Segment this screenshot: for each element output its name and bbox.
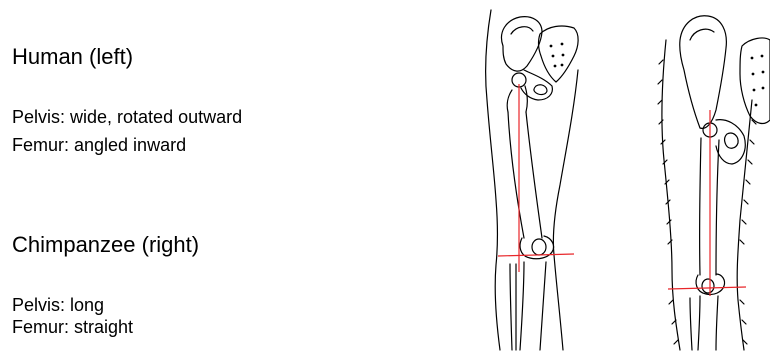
chimpanzee-fibula — [690, 298, 692, 350]
chimpanzee-hair-right — [740, 120, 756, 344]
human-patella — [532, 239, 546, 255]
chimpanzee-patella — [702, 279, 714, 293]
chimpanzee-ilium — [680, 16, 727, 129]
chimpanzee-ischium — [716, 120, 745, 164]
chimpanzee-sacrum-foramina — [751, 55, 765, 107]
chimpanzee-hair-left — [658, 60, 678, 344]
chimpanzee-reference-lines — [668, 110, 746, 296]
human-tibia — [520, 262, 546, 350]
human-leg-outline-left — [486, 10, 500, 350]
human-sacrum — [539, 26, 579, 82]
human-femur-shaft-medial — [526, 112, 542, 238]
chimpanzee-heading: Chimpanzee (right) — [12, 232, 199, 258]
skeleton-comparison-svg — [470, 0, 770, 354]
human-femur-description: Femur: angled inward — [12, 134, 186, 156]
human-pelvis-description: Pelvis: wide, rotated outward — [12, 106, 242, 128]
chimpanzee-sacrum — [740, 38, 770, 123]
human-heading: Human (left) — [12, 44, 133, 70]
human-femur-shaft-lateral — [508, 112, 524, 238]
caption-panel: Human (left) Pelvis: wide, rotated outwa… — [0, 0, 470, 354]
chimpanzee-femur-description: Femur: straight — [12, 316, 133, 338]
human-ilium — [502, 17, 542, 71]
skeleton-comparison-drawing — [470, 0, 770, 354]
chimpanzee-leg-outline-left — [662, 40, 680, 350]
chimpanzee-knee-horizontal-line — [668, 287, 746, 289]
chimpanzee-obturator-foramen — [725, 133, 739, 148]
chimpanzee-pelvis-description: Pelvis: long — [12, 294, 104, 316]
human-ilium-inner — [511, 27, 533, 34]
human-leg-outline-right — [553, 70, 578, 350]
chimpanzee-femur-shaft-lateral — [700, 138, 701, 275]
human-femoral-neck — [507, 86, 527, 112]
chimpanzee-femur-shaft-medial — [716, 140, 719, 275]
human-obturator-foramen — [534, 85, 547, 95]
human-sacrum-foramina — [550, 43, 565, 68]
human-leg-skeleton-drawing — [486, 10, 579, 350]
chimpanzee-ilium-inner — [690, 29, 714, 40]
chimpanzee-tibia — [698, 296, 718, 350]
human-fibula — [510, 264, 516, 350]
human-reference-lines — [498, 84, 574, 272]
chimpanzee-leg-skeleton-drawing — [658, 16, 770, 350]
